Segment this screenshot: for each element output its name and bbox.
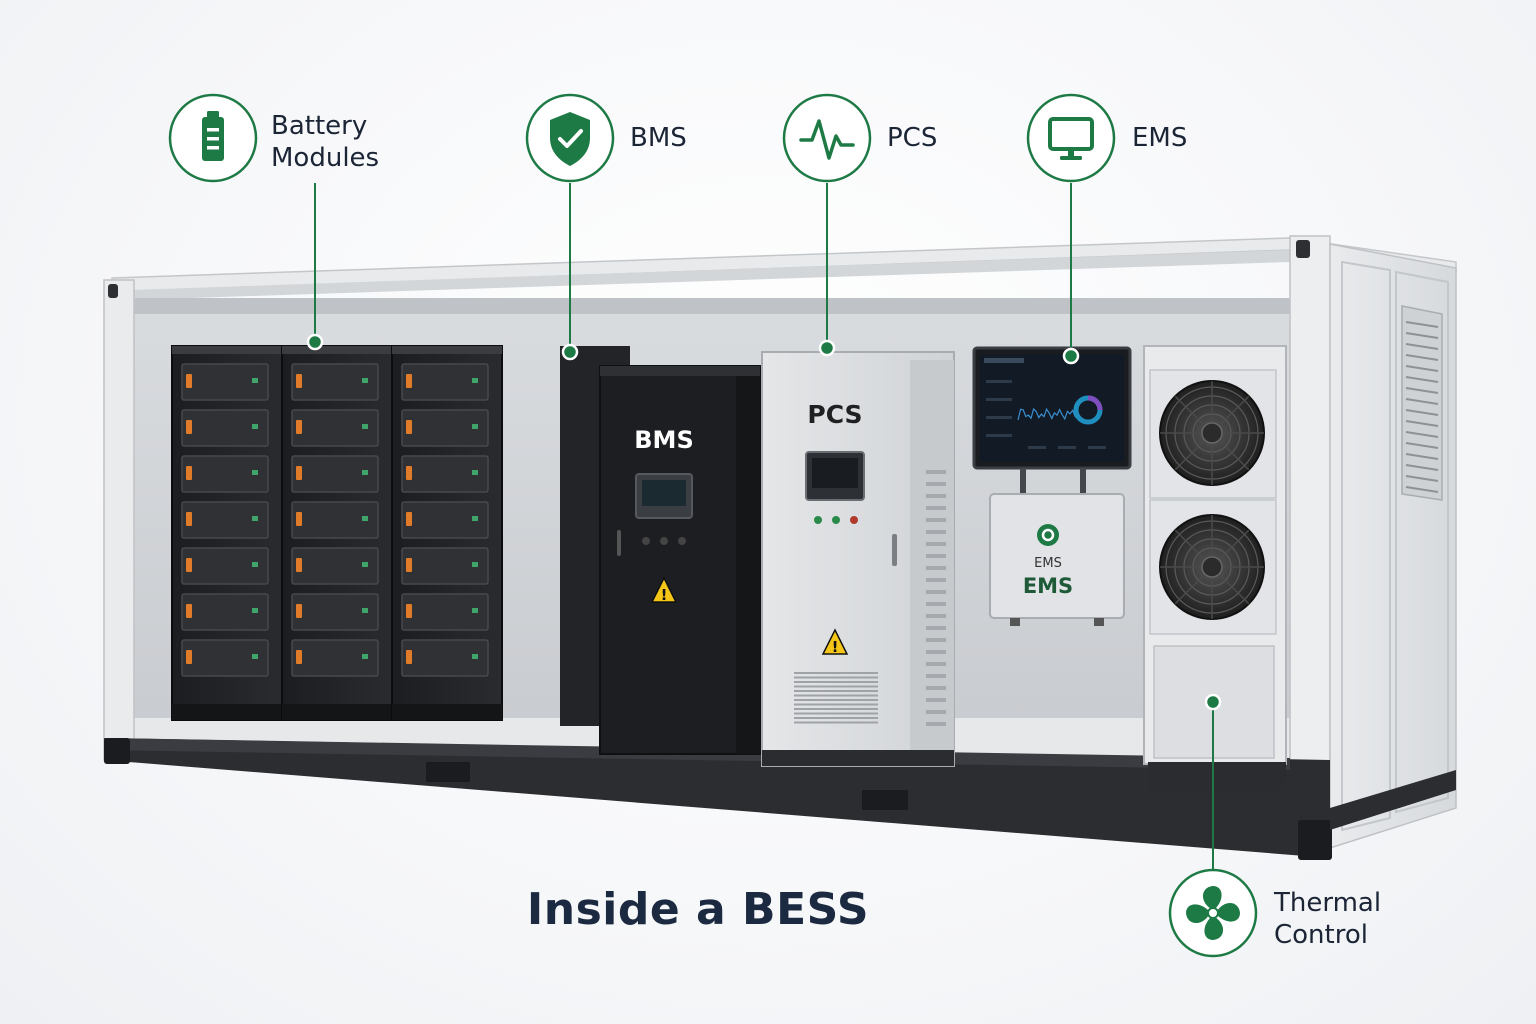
battery-module <box>181 409 269 447</box>
callout-ems <box>1026 93 1116 365</box>
battery-module <box>401 455 489 493</box>
battery-module <box>401 547 489 585</box>
side-louver-vent <box>1401 305 1443 501</box>
label-line: Battery <box>271 111 368 141</box>
battery-module <box>181 547 269 585</box>
shield-check-icon <box>550 112 590 166</box>
ems-box-label: EMS <box>1023 574 1073 598</box>
battery-module <box>401 363 489 401</box>
label-line: Control <box>1274 920 1368 950</box>
label-line: BMS <box>630 123 687 153</box>
battery-module <box>291 363 379 401</box>
battery-module <box>181 455 269 493</box>
battery-module <box>181 593 269 631</box>
battery-module <box>401 409 489 447</box>
svg-text:!: ! <box>661 586 668 604</box>
battery-module <box>181 363 269 401</box>
label-battery-modules: Battery Modules <box>271 110 379 174</box>
label-bms: BMS <box>630 122 687 154</box>
battery-module <box>401 639 489 677</box>
ems-box: EMS EMS <box>989 493 1125 626</box>
monitor-icon <box>1048 117 1094 160</box>
thermal-unit <box>1143 345 1287 790</box>
ems-box-small-label: EMS <box>1034 556 1062 571</box>
pulse-wave-icon <box>799 119 855 160</box>
label-pcs: PCS <box>887 122 937 154</box>
battery-icon <box>202 111 224 161</box>
anchor-dot <box>306 333 324 351</box>
cooling-fan-bottom <box>1159 514 1265 620</box>
label-line: Modules <box>271 143 380 173</box>
cooling-fan-top <box>1159 380 1265 486</box>
callout-battery <box>168 93 324 351</box>
battery-module <box>181 639 269 677</box>
battery-module <box>291 547 379 585</box>
anchor-dot <box>818 339 836 357</box>
ems-monitor <box>972 346 1132 496</box>
bms-cabinet-label: BMS <box>634 426 693 454</box>
anchor-dot <box>1204 693 1222 711</box>
battery-module <box>291 501 379 539</box>
fan-icon <box>1186 886 1240 940</box>
callout-bms <box>525 93 615 361</box>
bms-cabinet: BMS ! <box>599 365 761 755</box>
label-thermal-control: Thermal Control <box>1274 887 1381 951</box>
battery-module <box>181 501 269 539</box>
callout-thermal <box>1168 693 1258 958</box>
svg-text:!: ! <box>832 638 839 656</box>
callout-pcs <box>782 93 872 357</box>
battery-racks <box>171 345 630 726</box>
pcs-cabinet-label: PCS <box>807 400 862 429</box>
label-line: PCS <box>887 123 938 153</box>
anchor-dot <box>1062 347 1080 365</box>
anchor-dot <box>561 343 579 361</box>
battery-module <box>401 501 489 539</box>
warning-icon <box>650 576 678 603</box>
battery-module <box>291 639 379 677</box>
battery-module <box>401 593 489 631</box>
label-ems: EMS <box>1132 122 1187 154</box>
label-line: Thermal <box>1274 888 1382 918</box>
battery-module <box>291 455 379 493</box>
battery-module <box>291 593 379 631</box>
page-title: Inside a BESS <box>526 884 870 935</box>
pcs-cabinet: PCS ! <box>761 351 955 767</box>
label-line: EMS <box>1132 123 1188 153</box>
battery-module <box>291 409 379 447</box>
warning-icon <box>821 628 849 655</box>
